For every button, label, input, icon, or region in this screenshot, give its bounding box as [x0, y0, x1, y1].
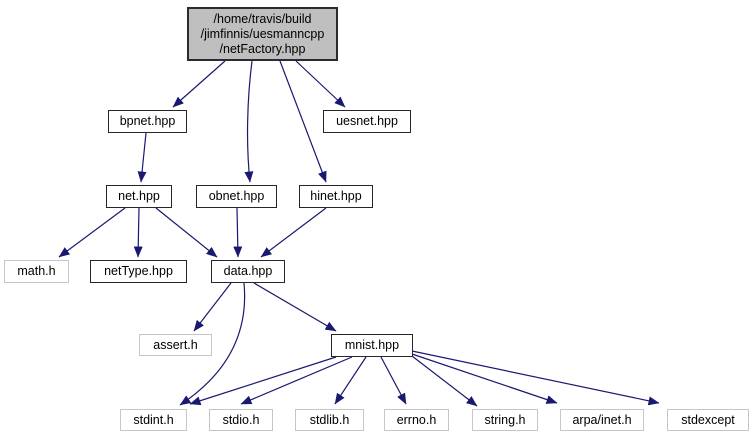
edge-data-stdint	[179, 282, 246, 406]
edge-bpnet-net	[137, 132, 147, 183]
edge-net-math	[58, 207, 126, 258]
edge-netfactory-bpnet	[172, 60, 226, 108]
edge-mnist-arpa-inet	[411, 353, 558, 404]
root-line-2: /jimfinnis/uesmanncpp	[200, 26, 325, 41]
node-stdlib-h: stdlib.h	[295, 409, 364, 431]
edge-obnet-data	[233, 207, 243, 258]
node-mnist-hpp[interactable]: mnist.hpp	[331, 334, 413, 357]
node-net-hpp[interactable]: net.hpp	[106, 185, 172, 208]
edge-net-nettype	[133, 207, 143, 258]
node-string-h: string.h	[472, 409, 538, 431]
edge-netfactory-uesnet	[295, 60, 346, 108]
node-data-hpp[interactable]: data.hpp	[211, 260, 285, 283]
edge-netfactory-obnet	[244, 60, 254, 183]
edge-hinet-data	[260, 207, 327, 258]
node-obnet-hpp[interactable]: obnet.hpp	[196, 185, 277, 208]
node-assert-h: assert.h	[139, 334, 212, 356]
node-stdint-h: stdint.h	[120, 409, 187, 431]
edge-mnist-stdio	[240, 356, 353, 405]
node-errno-h: errno.h	[384, 409, 449, 431]
root-line-1: /home/travis/build	[213, 11, 312, 26]
edge-data-assert	[193, 282, 232, 332]
edge-mnist-stdint	[189, 356, 337, 406]
edge-mnist-errno	[380, 356, 407, 405]
node-stdexcept: stdexcept	[667, 409, 749, 431]
node-nettype-hpp[interactable]: netType.hpp	[90, 260, 187, 283]
node-hinet-hpp[interactable]: hinet.hpp	[299, 185, 373, 208]
edge-netfactory-hinet	[279, 60, 327, 183]
edge-net-data	[155, 207, 218, 258]
edge-mnist-string	[411, 355, 478, 407]
node-math-h: math.h	[4, 260, 69, 283]
node-netfactory-hpp: /home/travis/build /jimfinnis/uesmanncpp…	[187, 7, 338, 61]
edge-mnist-stdlib	[334, 356, 367, 405]
node-uesnet-hpp[interactable]: uesnet.hpp	[323, 110, 411, 133]
edge-data-mnist	[253, 282, 337, 332]
node-arpa-inet-h: arpa/inet.h	[560, 409, 644, 431]
edge-mnist-stdexcept	[411, 350, 660, 406]
root-line-3: /netFactory.hpp	[219, 41, 306, 56]
node-bpnet-hpp[interactable]: bpnet.hpp	[108, 110, 187, 133]
node-stdio-h: stdio.h	[209, 409, 273, 431]
